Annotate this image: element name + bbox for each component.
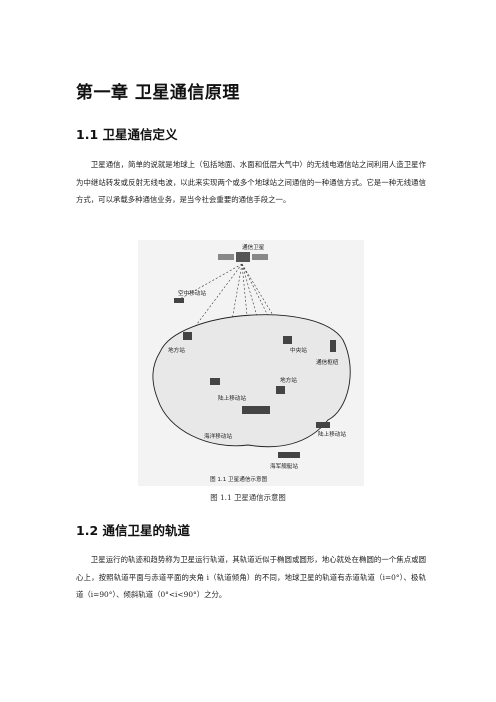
label-relay: 通信枢纽 xyxy=(316,358,339,366)
section-1-1-paragraph: 卫星通信，简单的说就是地球上（包括地面、水面和低层大气中）的无线电通信站之间利用… xyxy=(76,160,426,204)
satellite-icon xyxy=(218,252,268,262)
chapter-title: 第一章 卫星通信原理 xyxy=(76,83,240,103)
label-ocean: 海洋移动站 xyxy=(204,432,232,440)
air-mobile-icon xyxy=(174,298,184,303)
center-station-icon xyxy=(283,336,292,344)
label-air-mobile: 空中移动站 xyxy=(178,289,206,297)
label-satellite: 通信卫星 xyxy=(242,243,265,251)
satellite-communication-figure: 通信卫星 xyxy=(138,240,364,486)
label-ship: 海军舰艇站 xyxy=(270,462,298,470)
station-icons xyxy=(174,298,336,458)
land-mobile-b-icon xyxy=(316,422,330,428)
section-heading-1-1: 1.1 卫星通信定义 xyxy=(76,127,178,142)
label-land-mobile-b: 陆上移动站 xyxy=(318,430,346,438)
label-center: 中央站 xyxy=(290,346,307,354)
label-land-mobile-a: 陆上移动站 xyxy=(218,394,246,402)
land-mobile-a-icon xyxy=(210,378,220,385)
ocean-station-icon xyxy=(242,406,270,414)
earth-outline xyxy=(152,314,351,448)
relay-tower-icon xyxy=(330,340,336,352)
section-heading-1-2: 1.2 通信卫星的轨道 xyxy=(76,523,190,538)
figure-illustration: 通信卫星 xyxy=(152,243,351,483)
label-ground-a: 地方站 xyxy=(168,346,185,354)
ship-icon xyxy=(278,452,300,458)
ground-station-b-icon xyxy=(276,386,285,394)
label-ground-b: 地方站 xyxy=(280,376,297,384)
section-1-2-paragraph: 卫星运行的轨迹和趋势称为卫星运行轨道，其轨道近似于椭圆或圆形，地心就处在椭圆的一… xyxy=(76,555,426,599)
label-inner-caption: 图 1.1 卫星通信示意图 xyxy=(210,475,268,483)
ground-station-a-icon xyxy=(183,332,192,340)
figure-caption: 图 1.1 卫星通信示意图 xyxy=(210,493,286,502)
